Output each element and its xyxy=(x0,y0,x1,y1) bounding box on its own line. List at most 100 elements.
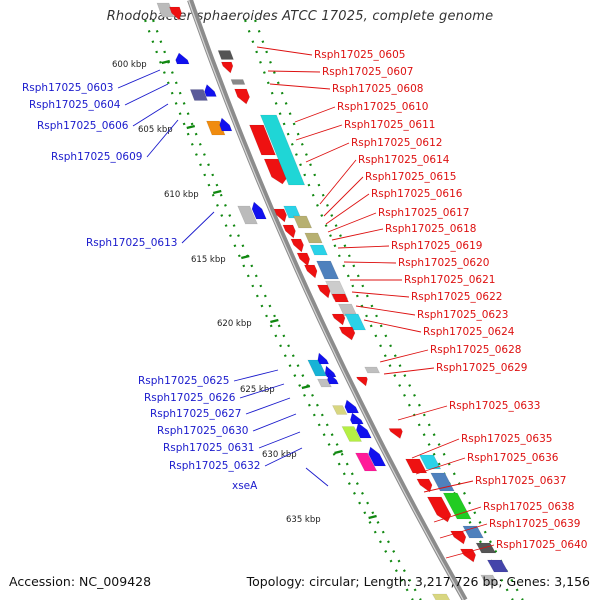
reverse-gene-label: Rsph17025_0625 xyxy=(138,375,229,387)
reverse-gene-label: Rsph17025_0627 xyxy=(150,408,241,420)
forward-gene-feature xyxy=(331,313,346,326)
forward-leader-line xyxy=(269,83,331,90)
guide-track-0 xyxy=(144,19,414,600)
scale-tick-label: 610 kbp xyxy=(164,190,199,200)
forward-gene-label: Rsph17025_0618 xyxy=(385,223,476,235)
forward-gene-feature xyxy=(230,79,246,85)
forward-leader-line xyxy=(337,245,390,249)
forward-gene-label: Rsph17025_0636 xyxy=(467,452,559,464)
forward-gene-label: Rsph17025_0638 xyxy=(483,501,574,513)
reverse-gene-feature xyxy=(332,405,348,415)
scale-tick-label: 625 kbp xyxy=(240,385,275,395)
reverse-gene-feature xyxy=(355,422,372,439)
accession-text: Accession: NC_009428 xyxy=(9,574,152,589)
forward-gene-feature xyxy=(273,208,287,223)
reverse-gene-feature xyxy=(156,2,175,18)
forward-gene-label: Rsph17025_0629 xyxy=(436,362,527,374)
reverse-gene-label: Rsph17025_0606 xyxy=(37,120,129,132)
forward-gene-label: Rsph17025_0635 xyxy=(461,433,552,445)
reverse-gene-label: Rsph17025_0631 xyxy=(163,442,254,454)
reverse-leader-line xyxy=(264,447,303,467)
scale-tick-label: 635 kbp xyxy=(286,515,321,525)
forward-gene-feature xyxy=(290,238,304,253)
reverse-gene-feature xyxy=(368,446,387,467)
forward-gene-feature xyxy=(486,559,509,573)
reverse-gene-feature xyxy=(175,52,190,65)
forward-gene-label: Rsph17025_0607 xyxy=(322,66,413,78)
forward-leader-line xyxy=(294,106,336,123)
forward-gene-feature xyxy=(316,260,340,280)
reverse-gene-feature xyxy=(431,593,451,600)
forward-gene-feature xyxy=(459,548,477,563)
forward-gene-feature xyxy=(426,496,452,523)
forward-gene-label: Rsph17025_0633 xyxy=(449,400,540,412)
forward-gene-label: Rsph17025_0628 xyxy=(430,344,521,356)
reverse-gene-feature xyxy=(219,117,233,132)
forward-gene-label: Rsph17025_0619 xyxy=(391,240,482,252)
reverse-gene-feature xyxy=(327,372,339,385)
forward-leader-line xyxy=(331,228,384,241)
gene-features xyxy=(156,2,509,600)
forward-gene-feature xyxy=(356,376,368,387)
forward-leader-line xyxy=(355,305,416,316)
reverse-gene-label: xseA xyxy=(232,480,258,492)
forward-leader-line xyxy=(411,438,460,459)
forward-leader-line xyxy=(323,176,364,217)
backbone-highlight xyxy=(187,0,464,600)
forward-leader-line xyxy=(363,319,422,333)
backbone-line xyxy=(187,0,468,600)
reverse-gene-feature xyxy=(317,352,330,365)
forward-gene-feature xyxy=(282,224,296,239)
reverse-leader-line xyxy=(245,397,291,415)
forward-gene-label: Rsph17025_0612 xyxy=(351,137,442,149)
forward-gene-label: Rsph17025_0640 xyxy=(496,539,587,551)
reverse-gene-feature xyxy=(349,412,364,425)
forward-gene-feature xyxy=(462,525,484,539)
reverse-gene-feature xyxy=(324,365,337,378)
scale-tick-label: 630 kbp xyxy=(262,450,297,460)
forward-gene-feature xyxy=(296,252,311,267)
forward-gene-feature xyxy=(234,88,250,105)
scale-tick-mark xyxy=(161,59,171,65)
forward-gene-feature xyxy=(388,428,403,439)
genome-summary-text: Topology: circular; Length: 3,217,726 bp… xyxy=(246,574,590,589)
scale-tick-mark xyxy=(240,254,250,260)
forward-leader-line xyxy=(295,124,343,141)
forward-gene-feature xyxy=(416,478,433,493)
forward-gene-feature xyxy=(480,574,499,586)
genome-backbone xyxy=(187,0,468,600)
forward-gene-feature xyxy=(217,50,234,60)
forward-gene-label: Rsph17025_0608 xyxy=(332,83,423,95)
forward-leader-line xyxy=(325,193,370,225)
gene-labels: Rsph17025_0603Rsph17025_0604Rsph17025_06… xyxy=(22,49,587,551)
scale-tick-mark xyxy=(368,514,377,520)
reverse-gene-label: Rsph17025_0603 xyxy=(22,82,113,94)
forward-gene-label: Rsph17025_0621 xyxy=(404,274,495,286)
forward-gene-feature xyxy=(293,215,313,229)
forward-gene-label: Rsph17025_0620 xyxy=(398,257,489,269)
forward-gene-feature xyxy=(364,366,381,374)
reverse-gene-feature xyxy=(317,378,332,388)
forward-gene-label: Rsph17025_0615 xyxy=(365,171,456,183)
guide-track-3 xyxy=(254,19,524,600)
reverse-leader-line xyxy=(233,369,279,382)
forward-leader-line xyxy=(415,457,466,475)
scale-tick-label: 600 kbp xyxy=(112,60,147,70)
forward-gene-label: Rsph17025_0605 xyxy=(314,49,405,61)
reverse-leader-line xyxy=(239,383,285,399)
reverse-gene-feature xyxy=(189,89,208,101)
forward-gene-label: Rsph17025_0624 xyxy=(423,326,515,338)
forward-gene-feature xyxy=(220,61,234,74)
forward-leader-line xyxy=(305,142,350,163)
reverse-leader-line xyxy=(146,119,179,158)
forward-gene-feature xyxy=(303,264,318,279)
forward-gene-feature xyxy=(309,244,328,256)
reverse-gene-feature xyxy=(307,359,327,377)
forward-leader-line xyxy=(383,367,435,375)
forward-gene-label: Rsph17025_0617 xyxy=(378,207,469,219)
reverse-gene-feature xyxy=(355,452,378,472)
forward-gene-feature xyxy=(450,530,467,545)
forward-leader-line xyxy=(379,349,429,363)
